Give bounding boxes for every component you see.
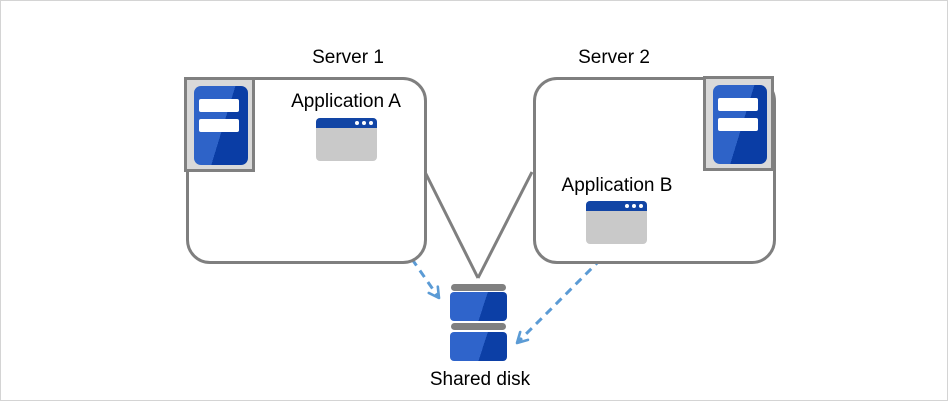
window-dot	[362, 121, 366, 125]
shared-disk-icon	[451, 323, 506, 330]
server2-to-disk-line	[476, 171, 534, 279]
window-dot	[355, 121, 359, 125]
window-dot	[369, 121, 373, 125]
window-dot	[632, 204, 636, 208]
server-drive-slot	[199, 119, 239, 132]
shared-disk-icon	[450, 332, 507, 361]
shared-disk-icon	[451, 284, 506, 291]
server-drive-slot	[718, 98, 758, 111]
window-dot	[639, 204, 643, 208]
shared-disk-label: Shared disk	[429, 369, 531, 390]
server-tower-shape	[713, 85, 767, 164]
server1-to-disk-line	[423, 171, 480, 279]
server1-icon	[184, 77, 255, 172]
server1-label: Server 1	[312, 47, 384, 68]
appA-label: Application A	[291, 91, 401, 112]
window-dot	[625, 204, 629, 208]
window-titlebar	[586, 201, 647, 211]
server-drive-slot	[718, 118, 758, 131]
window-titlebar	[316, 118, 377, 128]
application-a-window-icon	[316, 118, 377, 161]
server-drive-slot	[199, 99, 239, 112]
application-b-window-icon	[586, 201, 647, 244]
shared-disk-icon	[450, 292, 507, 321]
server2-icon	[703, 76, 774, 171]
appB-label: Application B	[561, 175, 673, 196]
server2-label: Server 2	[578, 47, 650, 68]
server-tower-shape	[194, 86, 248, 165]
